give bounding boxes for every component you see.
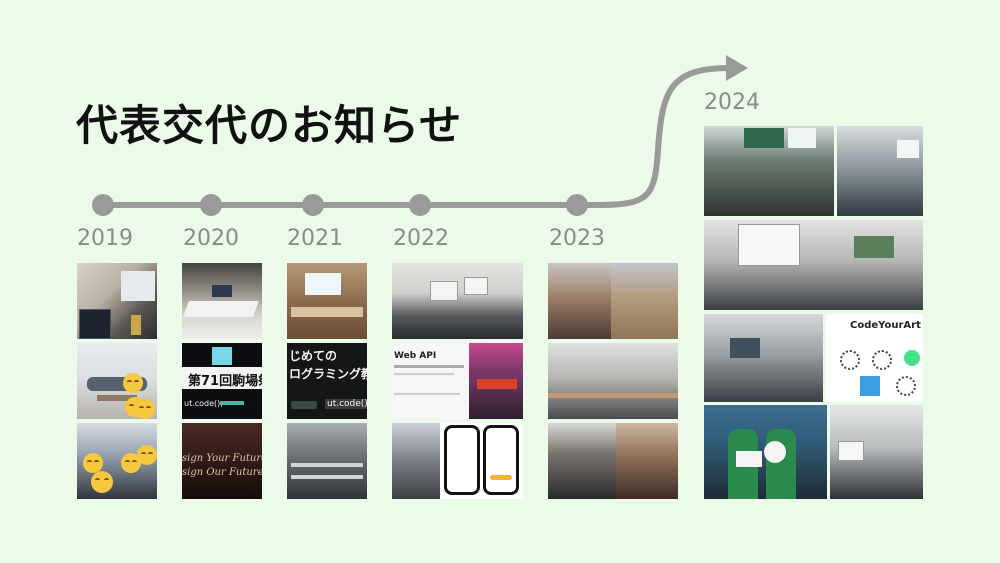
photo-2024-hall [704, 220, 923, 310]
photo-2024-lecture-b [837, 126, 923, 216]
smiley-sticker [135, 399, 155, 419]
photo-2023-group [548, 423, 616, 499]
photo-2023-lab [548, 263, 611, 339]
slide-title: 代表交代のお知らせ [76, 101, 463, 150]
photo-2021-online [287, 263, 367, 339]
site-name-text: ut.code(); [184, 399, 223, 408]
timeline-dot-2021 [302, 194, 324, 216]
timeline-dot-2020 [200, 194, 222, 216]
year-label-2023: 2023 [549, 226, 605, 251]
komabasai-text: 第71回駒場祭 [188, 374, 262, 389]
photo-2019-room [77, 263, 157, 339]
photo-2020-design-future: sign Your Future sign Our Future [182, 423, 262, 499]
photo-2024-award [704, 405, 827, 499]
design-future-line2: sign Our Future [182, 467, 262, 478]
smiley-sticker [123, 373, 143, 393]
photo-2024-presentation [830, 405, 923, 499]
programming-class-line2: ログラミング教室 [289, 367, 367, 381]
year-label-2020: 2020 [183, 226, 239, 251]
design-future-line1: sign Your Future [182, 453, 262, 464]
photo-2024-lecture-a [704, 126, 834, 216]
photo-2021-programming-class: じめての ログラミング教室 ut.code(); [287, 343, 367, 419]
photo-2022-hall [392, 263, 523, 339]
timeline-dot-2022 [409, 194, 431, 216]
photo-2024-code-your-art: CodeYourArt [826, 314, 923, 402]
smiley-sticker [91, 471, 113, 493]
timeline-line [100, 65, 733, 208]
photo-2022-students [392, 423, 440, 499]
programming-class-site: ut.code(); [325, 399, 367, 409]
year-label-2019: 2019 [77, 226, 133, 251]
smiley-sticker [121, 453, 141, 473]
photo-2022-festival [469, 343, 523, 419]
year-label-2024: 2024 [704, 90, 760, 115]
smiley-sticker [137, 445, 157, 465]
photo-2024-classroom [704, 314, 823, 402]
photo-2022-smartphones [440, 423, 523, 499]
photo-2023-classroom-a [611, 263, 678, 339]
photo-2023-lecture-hall [548, 343, 678, 419]
photo-2021-lecture [287, 423, 367, 499]
photo-2023-party [616, 423, 678, 499]
timeline-arrow-head [726, 55, 748, 81]
photo-2020-room [182, 263, 262, 339]
photo-2019-workshop [77, 423, 157, 499]
photo-2020-komabasai: 第71回駒場祭 ut.code(); [182, 343, 262, 419]
timeline-dot-2019 [92, 194, 114, 216]
smiley-sticker [83, 453, 103, 473]
photo-2022-web-api: Web API [392, 343, 469, 419]
code-your-art-title: CodeYourArt [850, 320, 921, 331]
web-api-title: Web API [394, 351, 437, 361]
year-label-2022: 2022 [393, 226, 449, 251]
year-label-2021: 2021 [287, 226, 343, 251]
programming-class-line1: じめての [289, 349, 338, 363]
timeline-dot-2023 [566, 194, 588, 216]
photo-2019-meeting [77, 343, 157, 419]
